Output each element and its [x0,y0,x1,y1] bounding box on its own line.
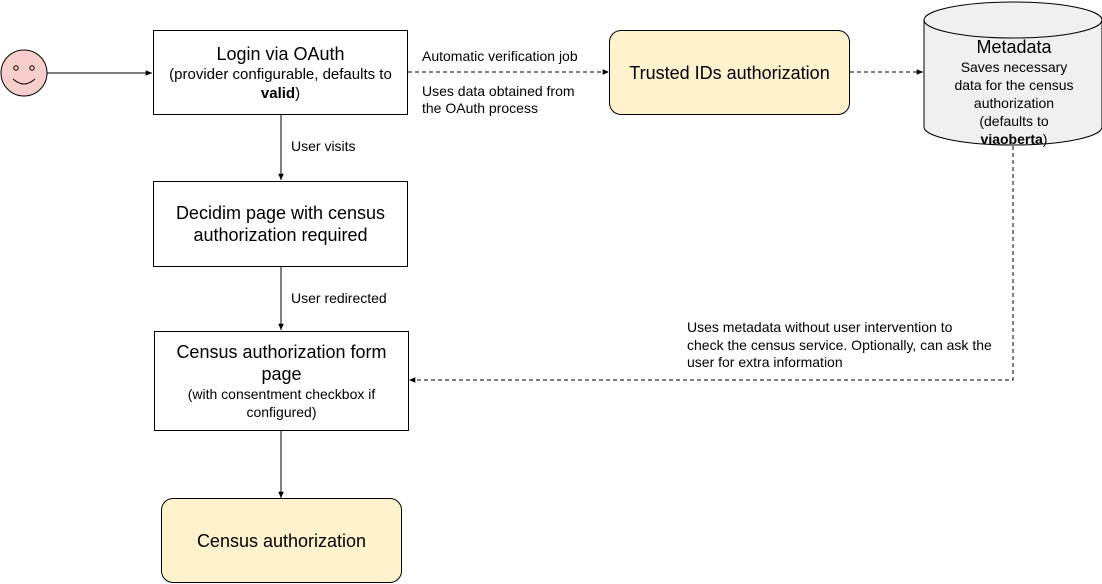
edge-label-metadata-usage-line3: user for extra information [687,354,843,370]
edge-metadata-to-form [409,146,1014,383]
decidim-page-node: Decidim page with census authorization r… [153,181,408,267]
census-authorization-node: Census authorization [161,498,402,583]
edge-label-oauth-data-line1: Uses data obtained from [422,83,575,99]
edge-label-user-redirected: User redirected [291,290,387,306]
metadata-title: Metadata [976,37,1052,57]
login-oauth-subtitle: (provider configurable, defaults to vali… [169,65,392,102]
census-authorization-title: Census authorization [196,530,367,551]
edge-label-metadata-usage-line2: check the census service. Optionally, ca… [687,337,992,353]
smiley-face-icon [0,49,48,97]
census-form-subtitle: (with consentment checkbox if configured… [187,386,376,420]
edge-label-automatic-job: Automatic verification job [422,48,578,64]
metadata-description: Saves necessary data for the census auth… [954,59,1074,147]
decidim-page-title: Decidim page with census authorization r… [175,203,386,245]
edge-label-metadata-usage-line1: Uses metadata without user intervention … [687,319,953,335]
metadata-database-icon [923,1,1102,146]
edge-label-user-visits: User visits [291,138,356,154]
trusted-ids-node: Trusted IDs authorization [609,30,850,115]
login-oauth-title: Login via OAuth [216,43,345,64]
census-form-title: Census authorization form page [176,342,387,384]
edge-label-oauth-data-line2: the OAuth process [422,100,538,116]
login-oauth-node: Login via OAuth (provider configurable, … [153,30,408,115]
metadata-node: Metadata Saves necessary data for the ce… [924,36,1102,148]
trusted-ids-title: Trusted IDs authorization [629,62,830,83]
census-form-node: Census authorization form page (with con… [154,331,409,431]
